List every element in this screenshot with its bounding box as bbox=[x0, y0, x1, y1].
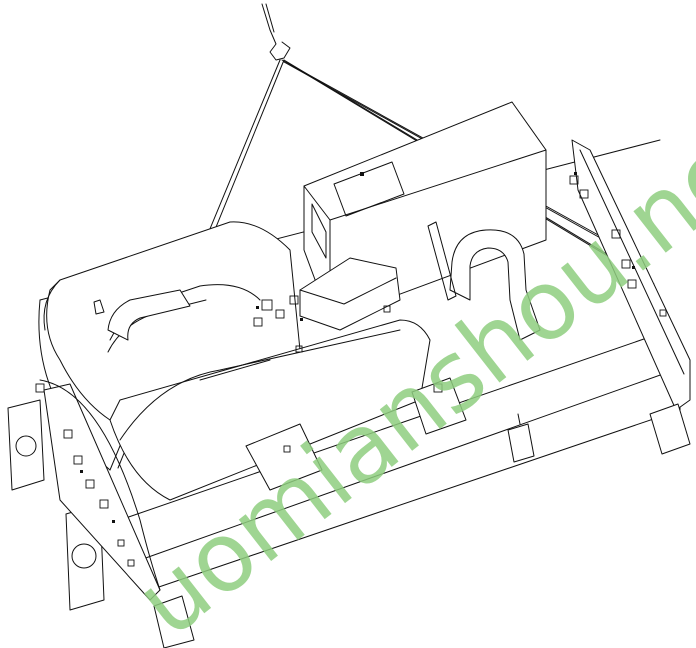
drain-valve bbox=[507, 413, 535, 463]
support-feet bbox=[153, 377, 691, 648]
lifting-hook bbox=[261, 3, 291, 61]
left-water-box bbox=[7, 379, 161, 611]
right-end-plate bbox=[427, 139, 691, 411]
discharge-pipe bbox=[449, 229, 541, 341]
fittings bbox=[35, 172, 667, 567]
motor-block bbox=[299, 257, 401, 331]
suction-pipe bbox=[107, 289, 191, 341]
